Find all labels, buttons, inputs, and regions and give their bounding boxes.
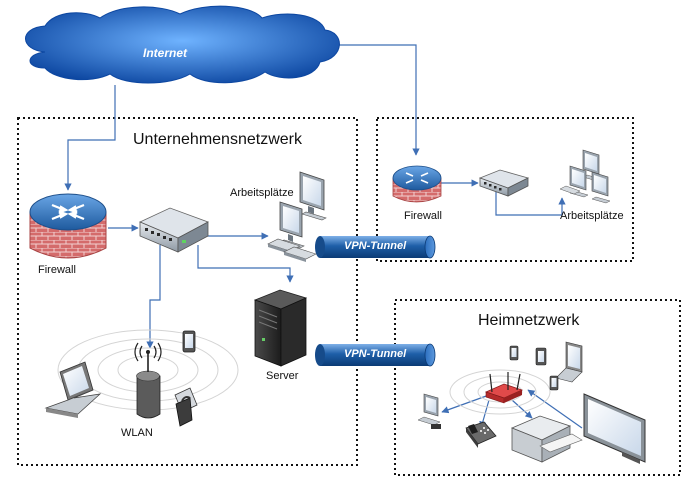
wlan-access-point-icon — [134, 342, 162, 419]
home-printer-icon — [510, 415, 583, 463]
link-home-pc — [441, 394, 490, 414]
link-internet-branch-firewall — [315, 44, 420, 156]
corporate-zone — [17, 117, 358, 466]
wlan-laptop-icon — [44, 361, 102, 418]
home-laptop-icon — [555, 341, 583, 383]
home-smartphone-icon — [509, 345, 519, 361]
vpn-tunnel-top — [315, 235, 436, 259]
home-router-icon — [484, 372, 524, 404]
vpn-tunnel-bottom — [315, 343, 436, 367]
branch-switch-icon — [478, 169, 530, 197]
link-home-tv — [527, 389, 583, 429]
wlan-phone-icon — [174, 387, 198, 427]
corporate-switch-icon — [139, 207, 209, 253]
branch-zone — [376, 117, 634, 262]
corporate-workstations-label: Arbeitsplätze — [230, 187, 294, 199]
home-tablet-icon — [535, 347, 547, 366]
vpn-tunnel-top-label: VPN-Tunnel — [344, 240, 407, 252]
link-switch-server — [197, 245, 294, 283]
home-phone-icon — [465, 421, 497, 448]
corporate-workstations-icon — [267, 171, 327, 262]
link-switch-wlan — [146, 245, 161, 349]
vpn-tunnel-bottom-label: VPN-Tunnel — [344, 348, 407, 360]
wlan-label: WLAN — [121, 427, 153, 439]
link-branch-switch-ws — [495, 190, 566, 216]
internet-label: Internet — [143, 46, 188, 60]
home-network-title: Heimnetzwerk — [478, 312, 580, 329]
wlan-tablet-icon — [182, 330, 196, 353]
link-home-printer — [511, 399, 533, 419]
branch-workstations-label: Arbeitsplätze — [560, 210, 624, 222]
link-internet-corp-firewall — [64, 85, 116, 191]
server-label: Server — [266, 370, 299, 382]
branch-workstations-icon — [559, 149, 611, 204]
home-pc-icon — [417, 393, 441, 429]
connection-lines — [64, 44, 583, 429]
corporate-firewall-icon — [29, 193, 107, 259]
branch-firewall-label: Firewall — [404, 210, 442, 222]
corporate-firewall-label: Firewall — [38, 264, 76, 276]
home-tv-icon — [583, 393, 646, 464]
corporate-network-title: Unternehmensnetzwerk — [133, 131, 302, 148]
home-smartphone-2-icon — [549, 375, 559, 391]
home-signal-rings — [449, 369, 551, 415]
branch-firewall-icon — [392, 165, 442, 203]
server-icon — [253, 289, 308, 367]
internet-cloud — [25, 5, 340, 84]
